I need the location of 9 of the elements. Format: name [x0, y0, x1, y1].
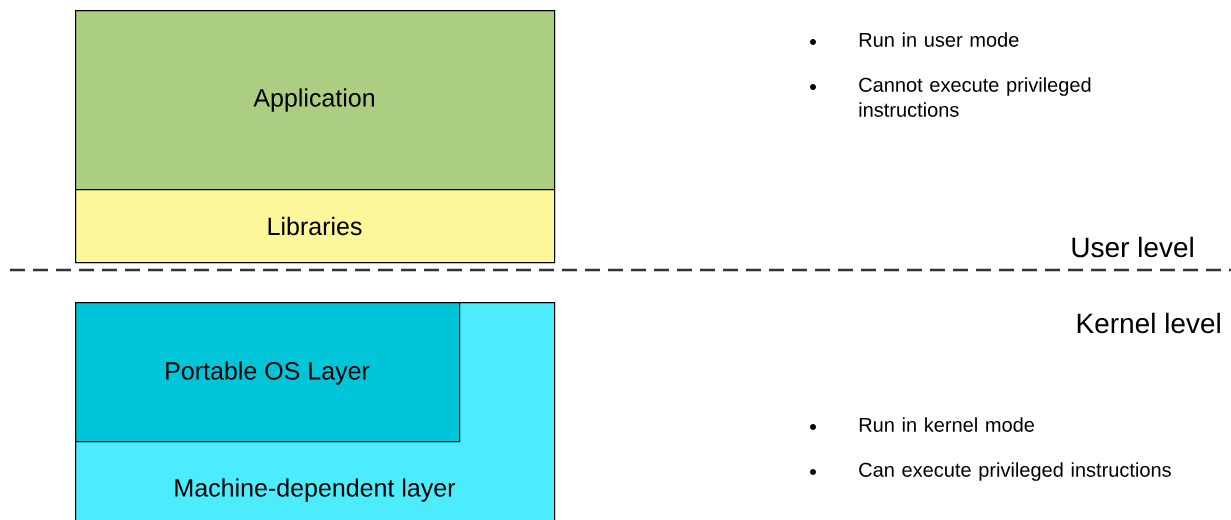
- bullet-text: Can execute privileged instructions: [859, 462, 1171, 481]
- layer-box: Portable OS Layer: [75, 302, 461, 443]
- bullet-text: Run in kernel mode: [859, 417, 1034, 432]
- layer-box: Application: [75, 10, 556, 191]
- bullet-text: Cannot execute privileged instructions: [859, 77, 1091, 117]
- layer-box: Libraries: [75, 189, 556, 264]
- bullet-text: Run in user mode: [859, 32, 1019, 47]
- level-label: User level: [1072, 236, 1193, 258]
- level-label: Kernel level: [1077, 312, 1220, 334]
